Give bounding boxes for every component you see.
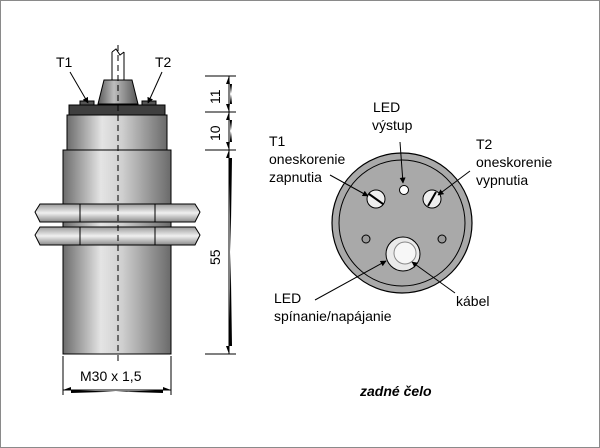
label-t1-back-2: oneskorenie bbox=[269, 151, 345, 167]
thread-dim-arrows bbox=[63, 387, 171, 393]
pointer-t1 bbox=[329, 174, 369, 197]
label-t1-back-3: zapnutia bbox=[269, 169, 322, 185]
lock-nut-upper bbox=[34, 203, 201, 223]
dimension-lines bbox=[205, 75, 236, 355]
sensor-top-cap bbox=[68, 104, 166, 116]
sensor-side-view: T1 T2 11 10 55 M30 x 1,5 bbox=[34, 45, 236, 395]
dim-label-thread: M30 x 1,5 bbox=[80, 368, 142, 384]
pointer-led-output bbox=[399, 141, 406, 184]
sensor-back-view: LED výstup T1 oneskorenie zapnutia T2 on… bbox=[269, 99, 552, 399]
label-cable: kábel bbox=[456, 293, 489, 309]
t2-pointer bbox=[147, 71, 163, 104]
pointer-led-switch bbox=[314, 260, 387, 301]
dim-arrowheads bbox=[226, 76, 232, 112]
label-t2-back-3: vypnutia bbox=[476, 172, 528, 188]
dim-arrowheads-body bbox=[226, 150, 232, 354]
label-t2-back-1: T2 bbox=[476, 136, 493, 152]
dim-label-10: 10 bbox=[207, 125, 223, 141]
label-t1: T1 bbox=[56, 54, 73, 70]
cable-stub bbox=[111, 48, 125, 80]
pointer-cable bbox=[411, 261, 456, 294]
label-led-switch-2: spínanie/napájanie bbox=[274, 308, 392, 324]
cable-outlet bbox=[393, 241, 417, 265]
label-t2: T2 bbox=[155, 54, 172, 70]
pointer-t2 bbox=[437, 170, 471, 196]
mount-hole-left bbox=[361, 234, 371, 244]
label-t2-back-2: oneskorenie bbox=[476, 154, 552, 170]
sensor-upper-body bbox=[66, 114, 168, 151]
sensor-threaded-body bbox=[62, 149, 172, 355]
trimmer-t2-back bbox=[422, 189, 442, 209]
mount-hole-right bbox=[437, 234, 447, 244]
label-led-output-1: LED bbox=[373, 99, 400, 115]
label-led-output-2: výstup bbox=[372, 117, 413, 133]
dim-arrowheads-mid bbox=[226, 112, 232, 150]
dim-label-55: 55 bbox=[207, 249, 223, 265]
caption-back-face: zadné čelo bbox=[359, 383, 432, 399]
trimmer-t1-back bbox=[366, 189, 386, 209]
label-t1-back-1: T1 bbox=[269, 133, 286, 149]
t1-pointer bbox=[69, 71, 89, 104]
led-output bbox=[399, 185, 409, 195]
thread-dimension bbox=[62, 356, 172, 395]
cable-gland bbox=[97, 79, 139, 105]
label-led-switch-1: LED bbox=[274, 290, 301, 306]
dim-label-11: 11 bbox=[207, 89, 223, 104]
